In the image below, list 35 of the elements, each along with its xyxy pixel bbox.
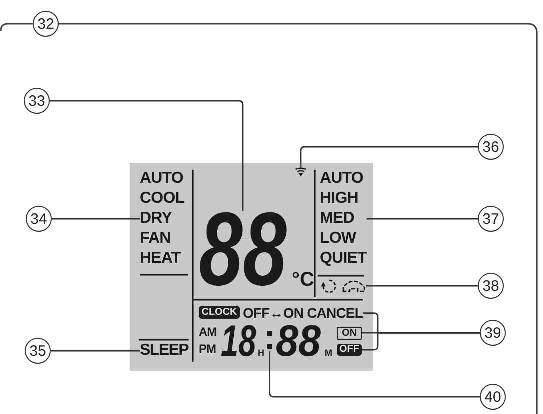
leader-line [50,100,244,211]
leader-line [52,218,140,220]
am-label: AM [199,328,217,338]
off-badge: OFF [337,344,362,356]
clock-badge: CLOCK [199,306,240,319]
leader-line [366,218,478,220]
hour-digits: 18 [221,325,256,358]
hour-unit-label: H [258,350,264,357]
fan-speed-list: AUTO HIGH MED LOW QUIET [320,169,367,269]
leader-line [366,285,478,287]
callout-number: 39 [480,320,506,346]
callout-number: 33 [24,88,50,114]
callout-number: 37 [478,206,504,232]
callout-number: 36 [478,134,504,160]
callout-number: 40 [480,384,506,410]
callout-number: 35 [25,338,51,364]
leader-line [362,332,480,351]
timer-label: OFF↔ON CANCEL [243,308,364,319]
signal-icon [295,167,307,177]
minute-digits: 88 [276,325,322,358]
mode-list: AUTO COOL DRY FAN HEAT [140,169,184,269]
leader-line [300,146,478,167]
callout-number: 38 [478,273,504,299]
minute-unit-label: M [325,350,332,357]
colon-separator: : [264,325,276,352]
sleep-label: SLEEP [140,345,188,358]
on-badge: ON [337,327,362,340]
callout-number: 34 [26,206,52,232]
lcd-panel [130,163,373,371]
leader-line [51,350,140,352]
pm-label: PM [199,345,216,354]
callout-number: 32 [33,11,59,37]
temperature-digits: 88 [199,211,288,290]
unit-label: °C [292,273,314,288]
leader-line [269,352,480,398]
